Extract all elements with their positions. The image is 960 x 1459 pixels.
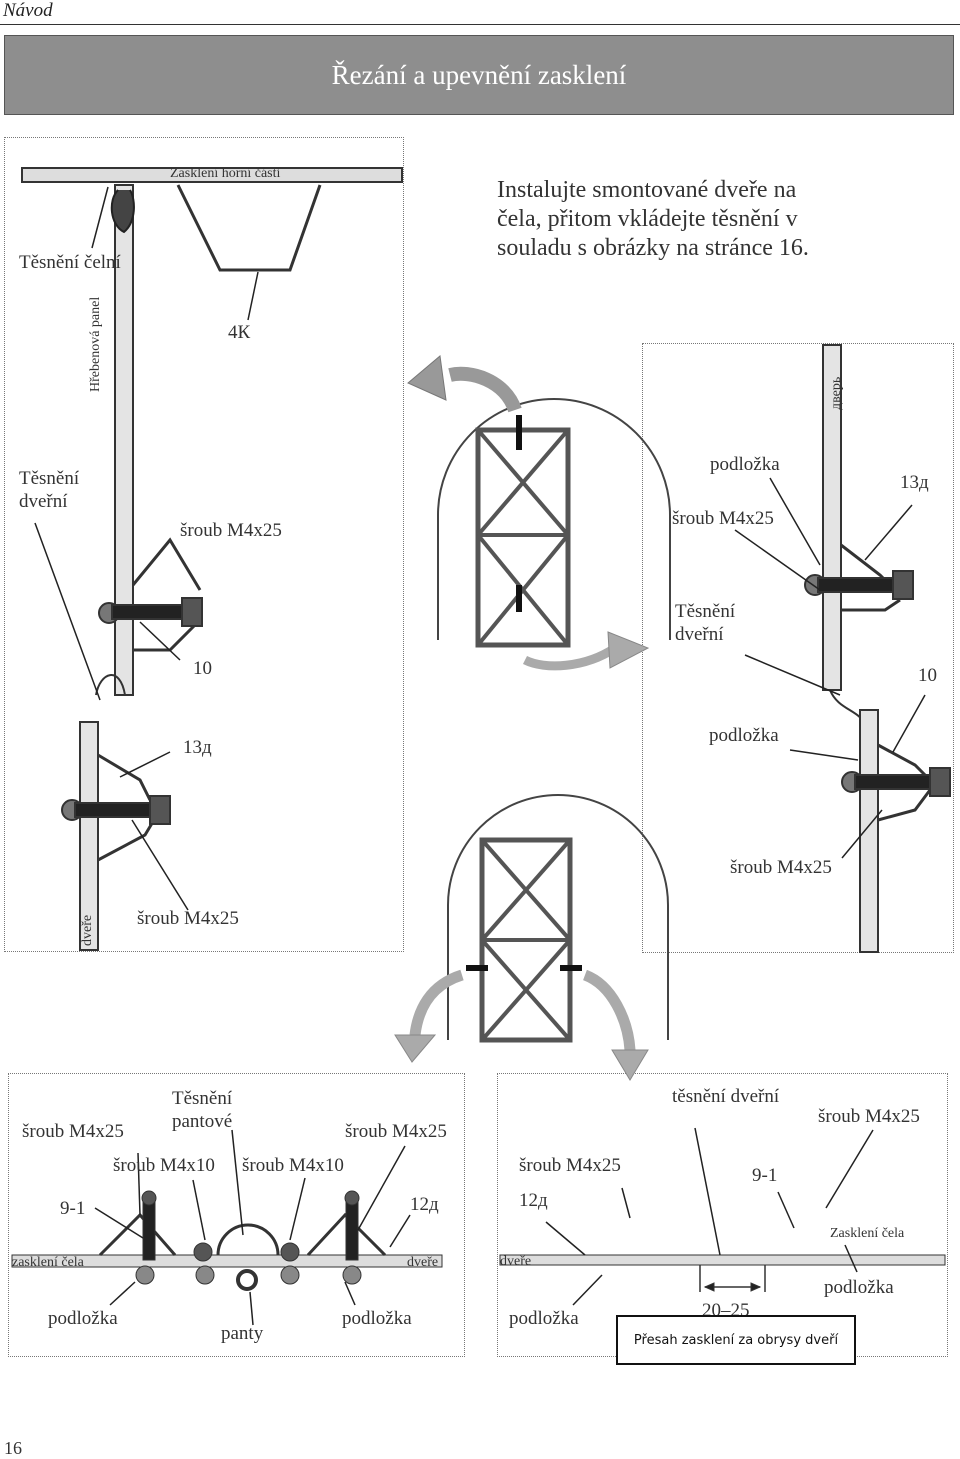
label-top-glazing: Zasklení horní části [170,166,281,181]
label-bolt-left-top: šroub M4x25 [180,520,282,541]
right-leader-lines [734,477,926,859]
hinge-label-bolt-m4x10-a: šroub M4x10 [113,1155,215,1176]
door-label-bolt-top: šroub M4x25 [818,1106,920,1127]
hinge-label-glazing-front: zasklení čela [12,1255,84,1270]
hinge-label-hinges: panty [221,1323,264,1344]
left-diagram-frame [4,137,404,952]
right-section-drawing [804,344,951,953]
label-washer-right-top: podložka [710,454,780,475]
instruction-text: Instalujte smontované dveře na čela, při… [497,177,809,261]
door-label-9-1: 9-1 [752,1165,778,1186]
label-seal-front: Těsnění čelní [19,252,121,273]
label-bolt-right-bottom: šroub M4x25 [730,857,832,878]
left-section-drawing [21,167,403,951]
door-section-drawing [499,1254,946,1292]
label-profile-4k: 4К [228,322,251,343]
door-label-12d: 12д [519,1190,548,1211]
section-header: Návod [3,0,53,21]
door-label-glazing-front: Zasklení čela [830,1226,905,1241]
hinge-label-washer-right: podložka [342,1308,412,1329]
hinge-label-9-1: 9-1 [60,1198,86,1219]
door-label-washer-left: podložka [509,1308,579,1329]
label-num-13d-left: 13д [183,737,212,758]
label-ridge-panel: Hřebenová panel [88,296,103,392]
label-door-left: dveře [80,914,95,946]
door-label-door: dveře [500,1254,532,1269]
hinge-leader-lines [94,1129,411,1326]
hinge-diagram-frame [8,1073,465,1357]
greenhouse-end-top [407,355,671,671]
hinge-section-drawing [11,1190,443,1291]
door-label-seal: těsnění dveřní [672,1086,780,1107]
hinge-label-door: dveře [407,1255,439,1270]
label-num-13d-right: 13д [900,472,929,493]
label-bolt-right-top: šroub M4x25 [672,508,774,529]
door-label-bolt-left: šroub M4x25 [519,1155,621,1176]
hinge-label-washer-left: podložka [48,1308,118,1329]
label-washer-right-mid: podložka [709,725,779,746]
hinge-label-seal: Těsnění pantové [172,1088,233,1132]
hinge-label-bolt-right: šroub M4x25 [345,1121,447,1142]
label-door-ru: дверь [829,376,844,410]
overlap-note-box: Přesah zasklení za obrysy dveří [616,1315,856,1365]
label-num-10-left: 10 [193,658,212,679]
hinge-label-bolt-m4x10-b: šroub M4x10 [242,1155,344,1176]
header-rule [0,24,960,25]
label-bolt-left-bottom: šroub M4x25 [137,908,239,929]
label-seal-door-right: Těsnění dveřní [675,601,736,645]
page-title: Řezání a upevnění zasklení [4,35,954,115]
page-number: 16 [4,1438,22,1458]
greenhouse-end-bottom [394,794,669,1081]
door-label-washer-right: podložka [824,1277,894,1298]
hinge-label-bolt-left: šroub M4x25 [22,1121,124,1142]
door-leader-lines [545,1127,874,1306]
label-num-10-right: 10 [918,665,937,686]
label-seal-door-left: Těsnění dveřní [19,468,80,512]
left-leader-lines [34,186,259,911]
hinge-label-12d: 12д [410,1194,439,1215]
